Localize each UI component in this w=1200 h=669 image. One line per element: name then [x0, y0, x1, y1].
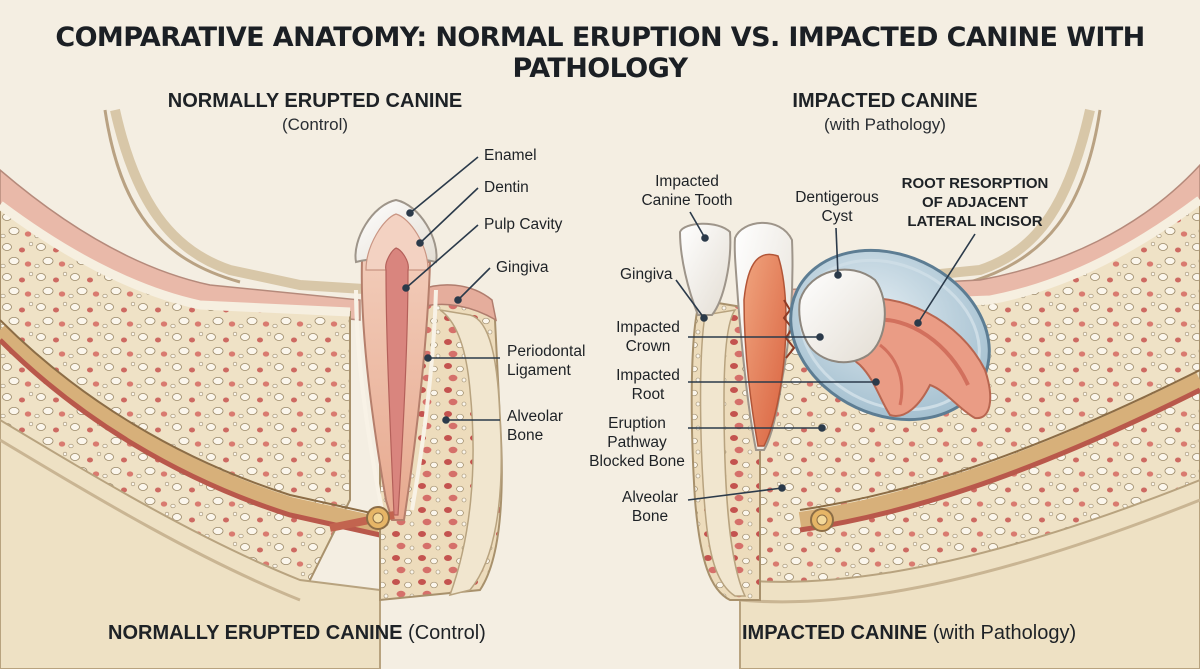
- label-impacted-canine-tooth: Impacted Canine Tooth: [641, 173, 733, 209]
- right-footer-normal: (with Pathology): [932, 622, 1077, 644]
- left-heading-text: NORMALLY ERUPTED CANINE: [167, 90, 463, 112]
- label-periodontal-ligament: Periodontal Ligament: [507, 343, 586, 379]
- label-gingiva-right: Gingiva: [620, 266, 673, 283]
- label-alveolar-bone-left: Alveolar Bone: [507, 408, 563, 444]
- label-enamel: Enamel: [484, 147, 537, 164]
- right-footer-caption: IMPACTED CANINE (with Pathology): [742, 622, 1076, 645]
- left-jaw-section: [0, 108, 503, 669]
- label-dentigerous-cyst: Dentigerous Cyst: [795, 189, 879, 225]
- right-panel-heading: IMPACTED CANINE (with Pathology): [745, 90, 1025, 135]
- right-footer-bold: IMPACTED CANINE: [742, 622, 928, 644]
- left-footer-caption: NORMALLY ERUPTED CANINE (Control): [108, 622, 486, 645]
- right-leader-lines: [675, 211, 976, 501]
- label-eruption-pathway: Eruption Pathway Blocked Bone: [589, 415, 685, 470]
- left-leader-lines: [402, 156, 500, 424]
- normal-canine-tooth: [329, 198, 438, 532]
- right-subheading-text: (with Pathology): [824, 115, 946, 134]
- page-title: COMPARATIVE ANATOMY: NORMAL ERUPTION VS.…: [55, 22, 1145, 84]
- label-pulp-cavity: Pulp Cavity: [484, 216, 563, 233]
- right-heading-text: IMPACTED CANINE: [792, 90, 978, 112]
- left-panel-heading: NORMALLY ERUPTED CANINE (Control): [160, 90, 470, 135]
- label-impacted-root: Impacted Root: [616, 367, 680, 403]
- left-subheading-text: (Control): [281, 115, 349, 134]
- left-footer-bold: NORMALLY ERUPTED CANINE: [108, 622, 403, 644]
- left-footer-normal: (Control): [408, 622, 486, 644]
- label-alveolar-bone-right: Alveolar Bone: [622, 489, 678, 525]
- label-impacted-crown: Impacted Crown: [616, 319, 680, 355]
- label-root-resorption: ROOT RESORPTION OF ADJACENT LATERAL INCI…: [901, 175, 1049, 230]
- label-gingiva-left: Gingiva: [496, 259, 549, 276]
- label-dentin: Dentin: [484, 179, 529, 196]
